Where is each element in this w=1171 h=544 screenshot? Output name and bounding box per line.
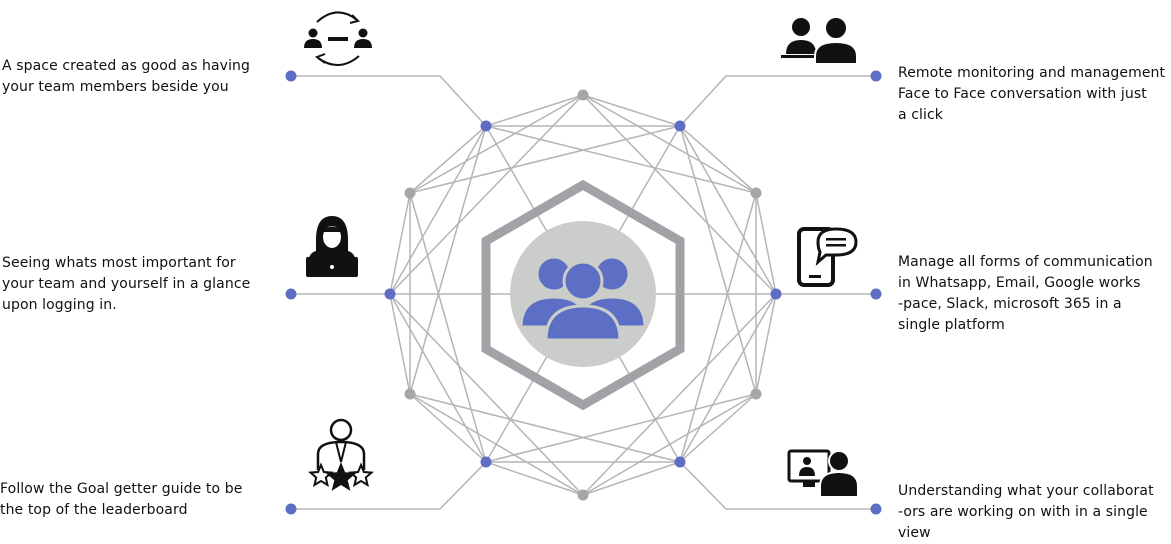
team-group-icon: [519, 255, 647, 342]
mesh-node: [750, 388, 762, 400]
endpoint-node: [285, 70, 297, 82]
video-call-icon: [787, 449, 859, 498]
feature-text-line: your team members beside you: [2, 79, 229, 95]
mesh-line: [389, 293, 487, 463]
anchor-node: [770, 288, 782, 300]
feature-text-line: Face to Face conversation with just: [898, 86, 1147, 102]
mesh-line: [582, 461, 681, 496]
feature-text-line: Seeing whats most important for: [2, 255, 236, 271]
anchor-node: [384, 288, 396, 300]
endpoint-node: [285, 503, 297, 515]
feature-text-presence: A space created as good as having your t…: [2, 56, 250, 98]
feature-text-line: upon logging in.: [2, 297, 117, 313]
mesh-node: [577, 89, 589, 101]
mesh-line: [485, 94, 584, 127]
mesh-line: [485, 125, 757, 194]
feature-text-line: Manage all forms of communication: [898, 254, 1153, 270]
mesh-line: [679, 293, 777, 463]
feature-text-line: A space created as good as having: [2, 58, 251, 74]
feature-text-dashboard: Seeing whats most important for your tea…: [2, 253, 250, 316]
mesh-line: [679, 192, 757, 463]
mesh-line: [389, 293, 411, 395]
mesh-nodes: [285, 70, 882, 515]
connector-line: [679, 461, 876, 510]
endpoint-node: [285, 288, 297, 300]
mesh-line: [389, 125, 487, 295]
endpoint-node: [870, 503, 882, 515]
feature-text-communication: Manage all forms of communication in Wha…: [898, 252, 1153, 336]
mesh-node: [577, 489, 589, 501]
mesh-line: [389, 293, 584, 496]
feature-text-line: Remote monitoring and management: [898, 65, 1166, 81]
central-hexagon: [481, 179, 685, 411]
connector-line: [291, 75, 487, 127]
mesh-line: [679, 125, 757, 395]
anchor-node: [674, 456, 686, 468]
feature-text-line: Understanding what your collaborat: [898, 483, 1154, 499]
anchor-node: [674, 120, 686, 132]
connector-line: [291, 461, 487, 510]
feature-text-line: your team and yourself in a glance: [2, 276, 251, 292]
connector-line: [679, 75, 876, 127]
connector-lines: [291, 75, 876, 510]
endpoint-node: [870, 288, 882, 300]
feature-text-line: single platform: [898, 317, 1005, 333]
mesh-node: [404, 187, 416, 199]
mesh-line: [389, 94, 584, 295]
endpoint-node: [870, 70, 882, 82]
mesh-line: [679, 125, 777, 295]
mesh-line: [755, 192, 777, 295]
feature-text-line: -pace, Slack, microsoft 365 in a: [898, 296, 1122, 312]
feature-text-line: the top of the leaderboard: [0, 502, 188, 518]
feature-text-line: view: [898, 525, 931, 541]
mesh-line: [389, 192, 411, 295]
mesh-line: [409, 393, 487, 463]
mesh-line: [679, 393, 757, 463]
mesh-line: [409, 125, 487, 395]
mesh-lines: [389, 94, 777, 496]
mesh-line: [409, 393, 681, 463]
mesh-line: [409, 125, 487, 194]
anchor-node: [480, 456, 492, 468]
feature-text-line: in Whatsapp, Email, Google works: [898, 275, 1141, 291]
mesh-line: [409, 125, 681, 194]
mesh-line: [485, 461, 584, 496]
swap-people-icon: [304, 11, 372, 66]
feature-text-line: a click: [898, 107, 944, 123]
feature-text-line: -ors are working on with in a single: [898, 504, 1148, 520]
feature-text-collaborators: Understanding what your collaborat -ors …: [898, 481, 1154, 544]
mesh-line: [679, 125, 757, 194]
mesh-node: [750, 187, 762, 199]
feature-text-remote-monitoring: Remote monitoring and management Face to…: [898, 63, 1165, 126]
person-star-icon: [308, 418, 374, 491]
feature-text-leaderboard: Follow the Goal getter guide to be the t…: [0, 479, 242, 521]
feature-icons: [304, 11, 859, 498]
mesh-node: [404, 388, 416, 400]
mesh-line: [485, 393, 757, 463]
feature-text-line: Follow the Goal getter guide to be: [0, 481, 243, 497]
mesh-line: [755, 293, 777, 395]
mesh-line: [582, 94, 777, 295]
mesh-line: [582, 94, 681, 127]
people-at-desk-icon: [781, 16, 858, 65]
phone-chat-icon: [797, 227, 858, 287]
person-laptop-icon: [306, 216, 358, 277]
anchor-node: [480, 120, 492, 132]
